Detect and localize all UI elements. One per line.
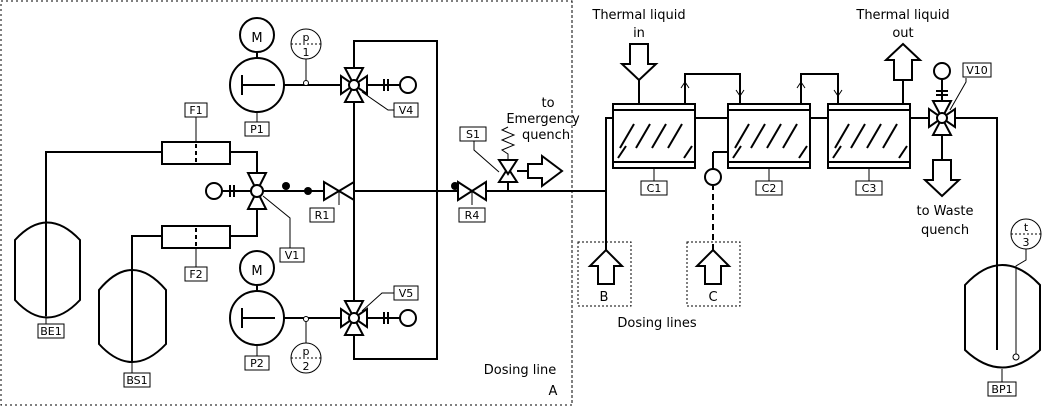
- motor-m1: [239, 17, 275, 53]
- emergency-label-line2: Emergency: [506, 112, 580, 127]
- gauge-t3-letter: t: [1024, 221, 1029, 234]
- safety-valve-s1-tag: S1: [466, 128, 480, 141]
- tank-bp1-tag: BP1: [991, 383, 1012, 396]
- tank-be1-tag: BE1: [40, 325, 62, 338]
- filter-f2: F2: [161, 225, 231, 282]
- emergency-label-line3: quench: [522, 128, 570, 143]
- valve-r1-tag: R1: [315, 209, 330, 222]
- thermal-link-c2-c3: [800, 73, 839, 104]
- valve-v4: V4: [340, 67, 419, 118]
- pipe-v10-bp1: [955, 117, 998, 350]
- waste-label-line2: quench: [921, 223, 969, 238]
- dosing-b-arrow: [587, 248, 625, 285]
- gauge-p1-number: 1: [303, 46, 310, 59]
- dosing-line-label: Dosing line: [484, 363, 556, 378]
- valve-r4: R4: [451, 180, 487, 223]
- emergency-arrow: [527, 154, 564, 188]
- emergency-label-line1: to: [541, 96, 554, 111]
- thermal-out-label-line2: out: [892, 26, 913, 41]
- tank-bp1: BP1: [964, 264, 1041, 397]
- reactor-c3-tag: C3: [862, 182, 877, 195]
- tank-be1: BE1: [14, 151, 162, 339]
- tank-bs1: BS1: [98, 235, 167, 388]
- thermal-link-c1-c2: [684, 73, 741, 104]
- dosing-line-letter: A: [549, 384, 558, 399]
- dosing-c-label: C: [708, 290, 717, 305]
- pipe-f2-v1: [230, 201, 258, 237]
- manifold-loop: [353, 40, 438, 360]
- filter-f1: F1: [161, 102, 231, 165]
- gauge-t3-number: 3: [1023, 236, 1030, 249]
- thermal-in-arrow: [619, 43, 659, 82]
- pipe-to-reactors: [605, 117, 613, 191]
- gauge-p2-letter: p: [303, 345, 310, 358]
- thermal-out-arrow: [883, 42, 923, 81]
- filter-f2-tag: F2: [189, 268, 202, 281]
- reactor-c2: C2: [727, 103, 811, 196]
- waste-quench-arrow: [922, 159, 962, 198]
- pressure-gauge-p1: p 1: [290, 28, 322, 86]
- valve-v5-tag: V5: [399, 287, 414, 300]
- motor-m2: [239, 250, 275, 286]
- valve-v1: V1: [205, 172, 305, 263]
- dosing-line-a-frame: [0, 0, 573, 406]
- thermal-in-label-line2: in: [633, 26, 645, 41]
- reactor-c1-tag: C1: [647, 182, 662, 195]
- motor-m1-label: M: [251, 31, 262, 46]
- pump-p1-tag: P1: [250, 123, 264, 136]
- dosing-line-b: B: [577, 191, 632, 307]
- valve-r1: R1: [282, 180, 355, 223]
- tank-bs1-tag: BS1: [126, 374, 147, 387]
- filter-f1-tag: F1: [189, 104, 202, 117]
- pump-p2: M P2: [229, 250, 285, 371]
- valve-v4-tag: V4: [399, 104, 414, 117]
- valve-v5: V5: [340, 285, 419, 336]
- dosing-c-arrow: [694, 248, 732, 285]
- dosing-b-label: B: [600, 290, 609, 305]
- motor-m2-label: M: [251, 264, 262, 279]
- dosing-line-c: C: [686, 151, 741, 307]
- valve-v10-tag: V10: [966, 64, 988, 77]
- valve-r4-tag: R4: [465, 209, 480, 222]
- dosing-lines-label: Dosing lines: [617, 316, 696, 331]
- pump-p1: M P1: [229, 17, 285, 137]
- thermal-in-label-line1: Thermal liquid: [591, 8, 685, 23]
- pump-p2-tag: P2: [250, 357, 264, 370]
- reactor-c1: C1: [612, 103, 696, 196]
- temperature-sensor-t3: t 3: [1010, 218, 1042, 361]
- waste-label-line1: to Waste: [916, 204, 973, 219]
- reactor-c3: C3: [827, 103, 911, 196]
- gauge-p2-number: 2: [303, 360, 310, 373]
- safety-valve-s1: S1: [459, 126, 564, 191]
- pressure-gauge-p2: p 2: [290, 316, 322, 374]
- reactor-c2-tag: C2: [762, 182, 777, 195]
- gauge-p1-letter: p: [303, 31, 310, 44]
- thermal-out-label-line1: Thermal liquid: [855, 8, 949, 23]
- pipe-f1-v1: [230, 151, 258, 181]
- valve-v10: V10: [928, 62, 992, 136]
- valve-v1-tag: V1: [285, 249, 300, 262]
